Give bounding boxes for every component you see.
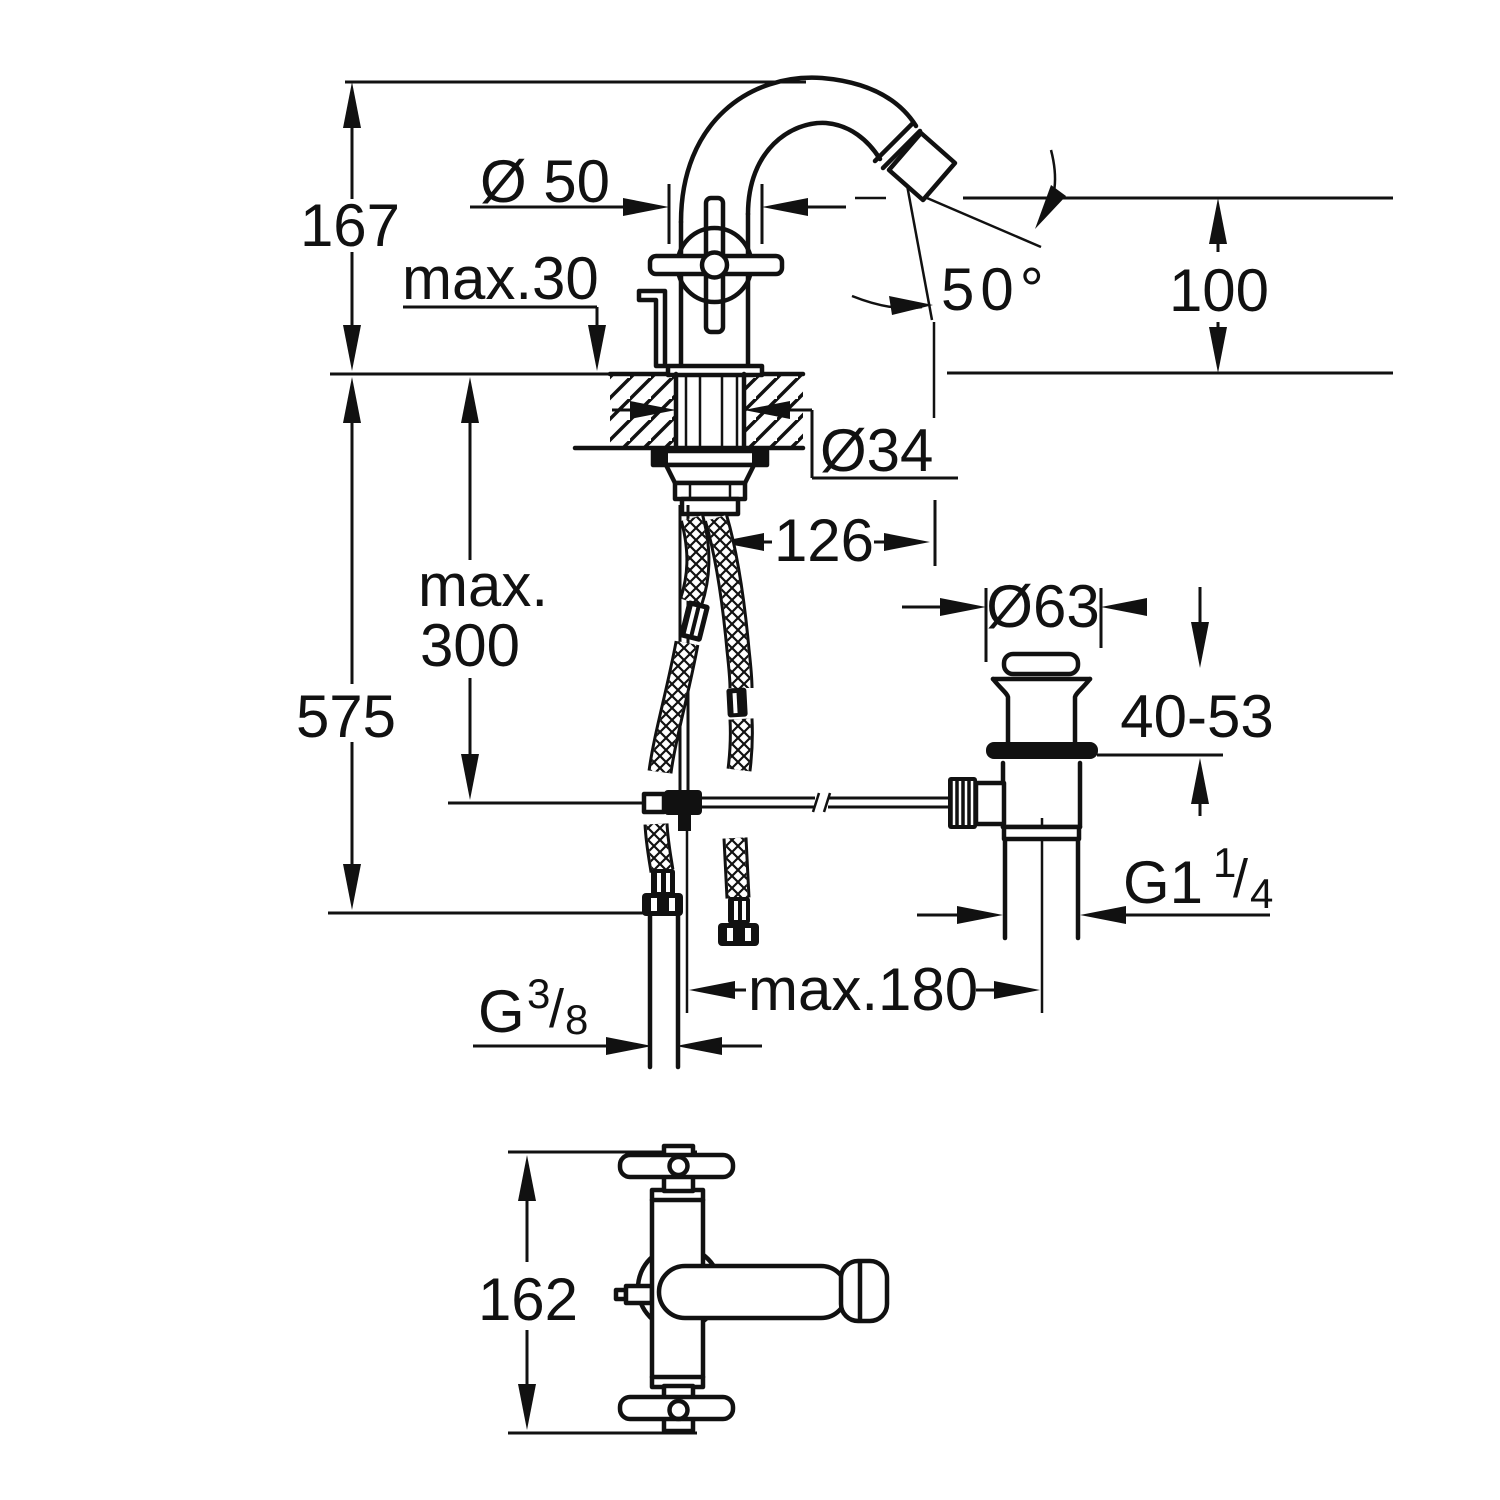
label-outlet-height: 100 (1169, 257, 1269, 324)
rod-port (973, 780, 1007, 827)
label-supply-thread: G 3 / 8 (478, 970, 588, 1045)
supply-hoses (642, 514, 759, 1070)
label-spout-reach: 126 (774, 507, 874, 574)
dimension-lines (328, 80, 1393, 1435)
label-base-diameter: Ø 50 (480, 148, 610, 215)
side-view (572, 75, 1098, 1070)
label-clamping-range: 40-53 (1120, 683, 1273, 750)
left-hose (642, 514, 711, 1070)
pop-up-rod-hook (636, 288, 668, 369)
dim-max-deck-thickness (403, 305, 606, 371)
label-max-hose-1: max. (418, 552, 548, 619)
dim-clamping-range (1097, 587, 1223, 816)
plan-spout (656, 1263, 850, 1321)
dim-waste-flange-diameter (902, 588, 1147, 662)
plan-view (613, 1143, 890, 1434)
dim-spout-height (343, 82, 361, 371)
dim-spout-angle (851, 149, 1066, 418)
cross-handle (647, 195, 785, 335)
pop-up-waste-valve (948, 651, 1098, 941)
dimension-labels: 167 Ø 50 max.30 50° 100 Ø34 126 max. 300… (296, 148, 1274, 1333)
dim-waste-thread (917, 896, 1270, 940)
dim-max-hose-length (448, 377, 643, 805)
label-waste-thread: G1 1 / 4 (1123, 839, 1273, 917)
plan-handle-bottom (617, 1383, 736, 1434)
label-hole-diameter: Ø34 (820, 417, 933, 484)
label-spout-angle: 50° (941, 256, 1050, 323)
fixing-set (650, 448, 770, 517)
label-waste-thread-num: 1 (1213, 839, 1236, 886)
spout-outer-curve (678, 75, 919, 225)
waste-locknut (1001, 824, 1082, 842)
aerator-joint-line-1 (872, 121, 915, 164)
mounting-deck (572, 371, 806, 451)
shank (673, 371, 747, 451)
waste-flange-seal (986, 742, 1098, 759)
label-waste-thread-main: G1 (1123, 849, 1203, 916)
plan-handle-top (617, 1143, 736, 1194)
label-supply-thread-slash: / (549, 979, 564, 1039)
escutcheon (665, 363, 765, 378)
dim-outlet-height (947, 196, 1393, 375)
label-waste-thread-den: 4 (1250, 870, 1273, 917)
aerator-joint-line-2 (880, 128, 923, 171)
dim-overall-height (328, 377, 644, 915)
plan-tab (623, 1283, 655, 1306)
dim-max-rod-length (685, 818, 1044, 1013)
dim-spout-reach (718, 500, 937, 566)
label-max-hose-2: 300 (420, 612, 520, 679)
label-plan-width: 162 (478, 1266, 578, 1333)
waste-knob (1001, 651, 1081, 677)
dim-supply-thread (473, 1037, 762, 1055)
label-waste-thread-slash: / (1233, 849, 1248, 909)
label-overall-height: 575 (296, 683, 396, 750)
label-supply-thread-den: 8 (565, 996, 588, 1043)
right-hose (703, 514, 759, 946)
label-max-rod-length: max.180 (748, 956, 978, 1023)
label-supply-thread-num: 3 (527, 970, 550, 1017)
label-max-deck-thickness: max.30 (402, 245, 599, 312)
dim-base-diameter (470, 184, 846, 244)
label-waste-flange-diameter: Ø63 (986, 573, 1099, 640)
spout-inner-curve (745, 120, 883, 217)
label-spout-height: 167 (300, 192, 400, 259)
horizontal-rod (702, 792, 949, 813)
aerator (886, 130, 958, 203)
label-supply-thread-main: G (478, 978, 525, 1045)
plan-aerator (838, 1258, 890, 1324)
